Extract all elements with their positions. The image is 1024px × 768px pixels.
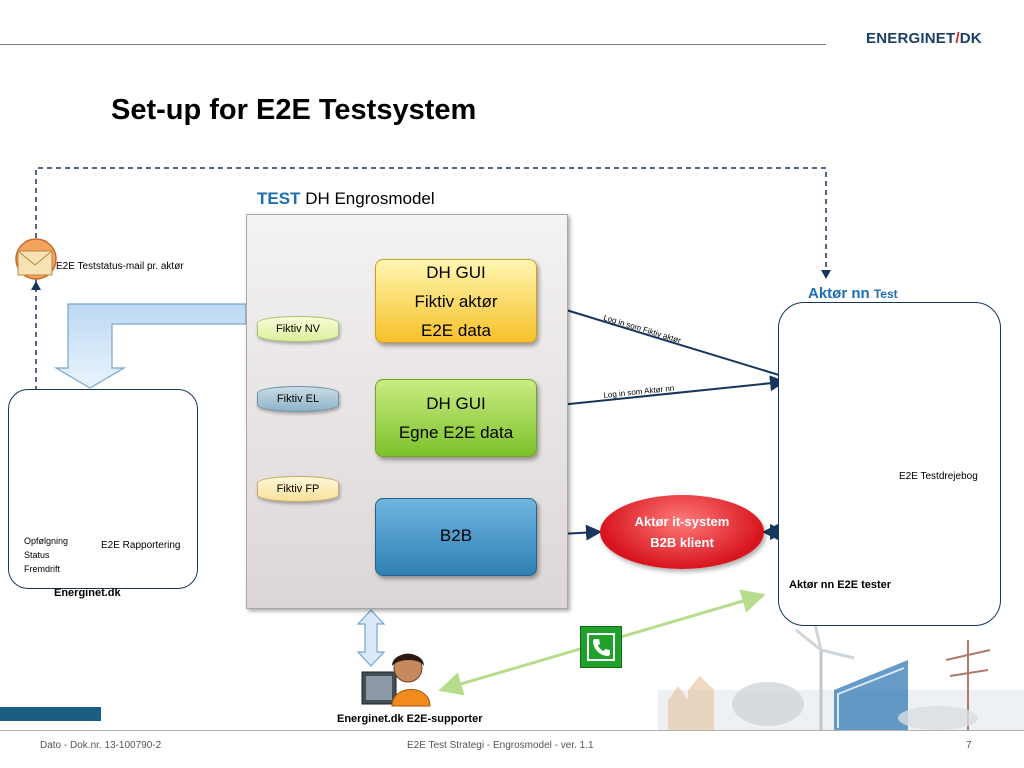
aktor-nn-test: Test xyxy=(873,287,898,301)
aktor-nn-label: Aktør nn Test xyxy=(808,285,898,302)
skyline-decoration xyxy=(658,619,1024,730)
energinet-box-label: Energinet.dk xyxy=(54,587,121,599)
supporter-label: Energinet.dk E2E-supporter xyxy=(337,713,483,725)
login-fiktiv-line xyxy=(536,297,796,384)
b2b-box: B2B xyxy=(375,498,537,576)
testdrejebog-label: E2E Testdrejebog xyxy=(899,471,978,482)
phone-icon xyxy=(580,626,622,668)
logo-main: ENERGINET xyxy=(866,30,956,47)
b2b-label: B2B xyxy=(439,526,473,545)
dh-gui-fiktiv-box: DH GUI Fiktiv aktør E2E data xyxy=(375,259,537,343)
status-label: Status xyxy=(24,550,50,560)
logo-suffix: DK xyxy=(959,30,982,47)
energinet-box xyxy=(8,389,198,589)
footer-accent-bar xyxy=(0,707,101,721)
gui-fiktiv-line3: E2E data xyxy=(421,320,491,340)
energinet-logo: ENERGINET/DK xyxy=(866,30,991,60)
itsystem-line1: Aktør it-system xyxy=(634,514,730,529)
header-rule xyxy=(0,44,826,45)
supporter-double-arrow xyxy=(356,609,386,667)
supporter-person-icon xyxy=(361,653,431,707)
cylinder-fiktiv-nv: Fiktiv NV xyxy=(257,316,339,342)
aktor-it-system: Aktør it-system B2B klient xyxy=(600,495,764,569)
opfolgning-label: Opfølgning xyxy=(24,536,69,546)
followup-list: Opfølgning Status Fremdrift xyxy=(24,534,68,576)
dh-gui-egne-box: DH GUI Egne E2E data xyxy=(375,379,537,457)
report-flow-arrow xyxy=(53,303,247,389)
footer-rule xyxy=(0,730,1024,731)
gui-fiktiv-line2: Fiktiv aktør xyxy=(414,291,498,311)
engros-model-label: DH Engrosmodel xyxy=(305,189,435,208)
logo-slash: / xyxy=(955,30,960,47)
tester-label: Aktør nn E2E tester xyxy=(789,579,892,591)
footer-title: E2E Test Strategi - Engrosmodel - ver. 1… xyxy=(407,740,594,751)
cylinder-fiktiv-el: Fiktiv EL xyxy=(257,386,339,412)
mail-icon xyxy=(15,238,57,280)
aktor-nn-name: Aktør nn xyxy=(808,285,870,302)
test-label: TEST xyxy=(257,189,301,208)
dashed-arrowhead-right xyxy=(821,270,831,279)
engros-label: TEST DH Engrosmodel xyxy=(257,189,435,209)
cylinder-fiktiv-fp: Fiktiv FP xyxy=(257,476,339,502)
page-title: Set-up for E2E Testsystem xyxy=(111,94,477,126)
rapportering-label: E2E Rapportering xyxy=(101,540,181,551)
login-aktor-line xyxy=(536,375,786,414)
gui-fiktiv-line1: DH GUI xyxy=(426,262,486,282)
gui-egne-line1: DH GUI xyxy=(426,394,486,413)
gui-egne-line2: Egne E2E data xyxy=(398,423,514,442)
dashed-arrowhead-mail xyxy=(31,281,41,290)
footer-page-number: 7 xyxy=(966,740,972,751)
aktor-nn-box xyxy=(778,302,1001,626)
footer-doc-ref: Dato - Dok.nr. 13-100790-2 xyxy=(40,740,162,751)
fremdrift-label: Fremdrift xyxy=(24,564,60,574)
itsystem-line2: B2B klient xyxy=(650,535,714,550)
mail-label: E2E Teststatus-mail pr. aktør xyxy=(56,261,184,272)
dashed-feedback-path xyxy=(35,167,827,427)
